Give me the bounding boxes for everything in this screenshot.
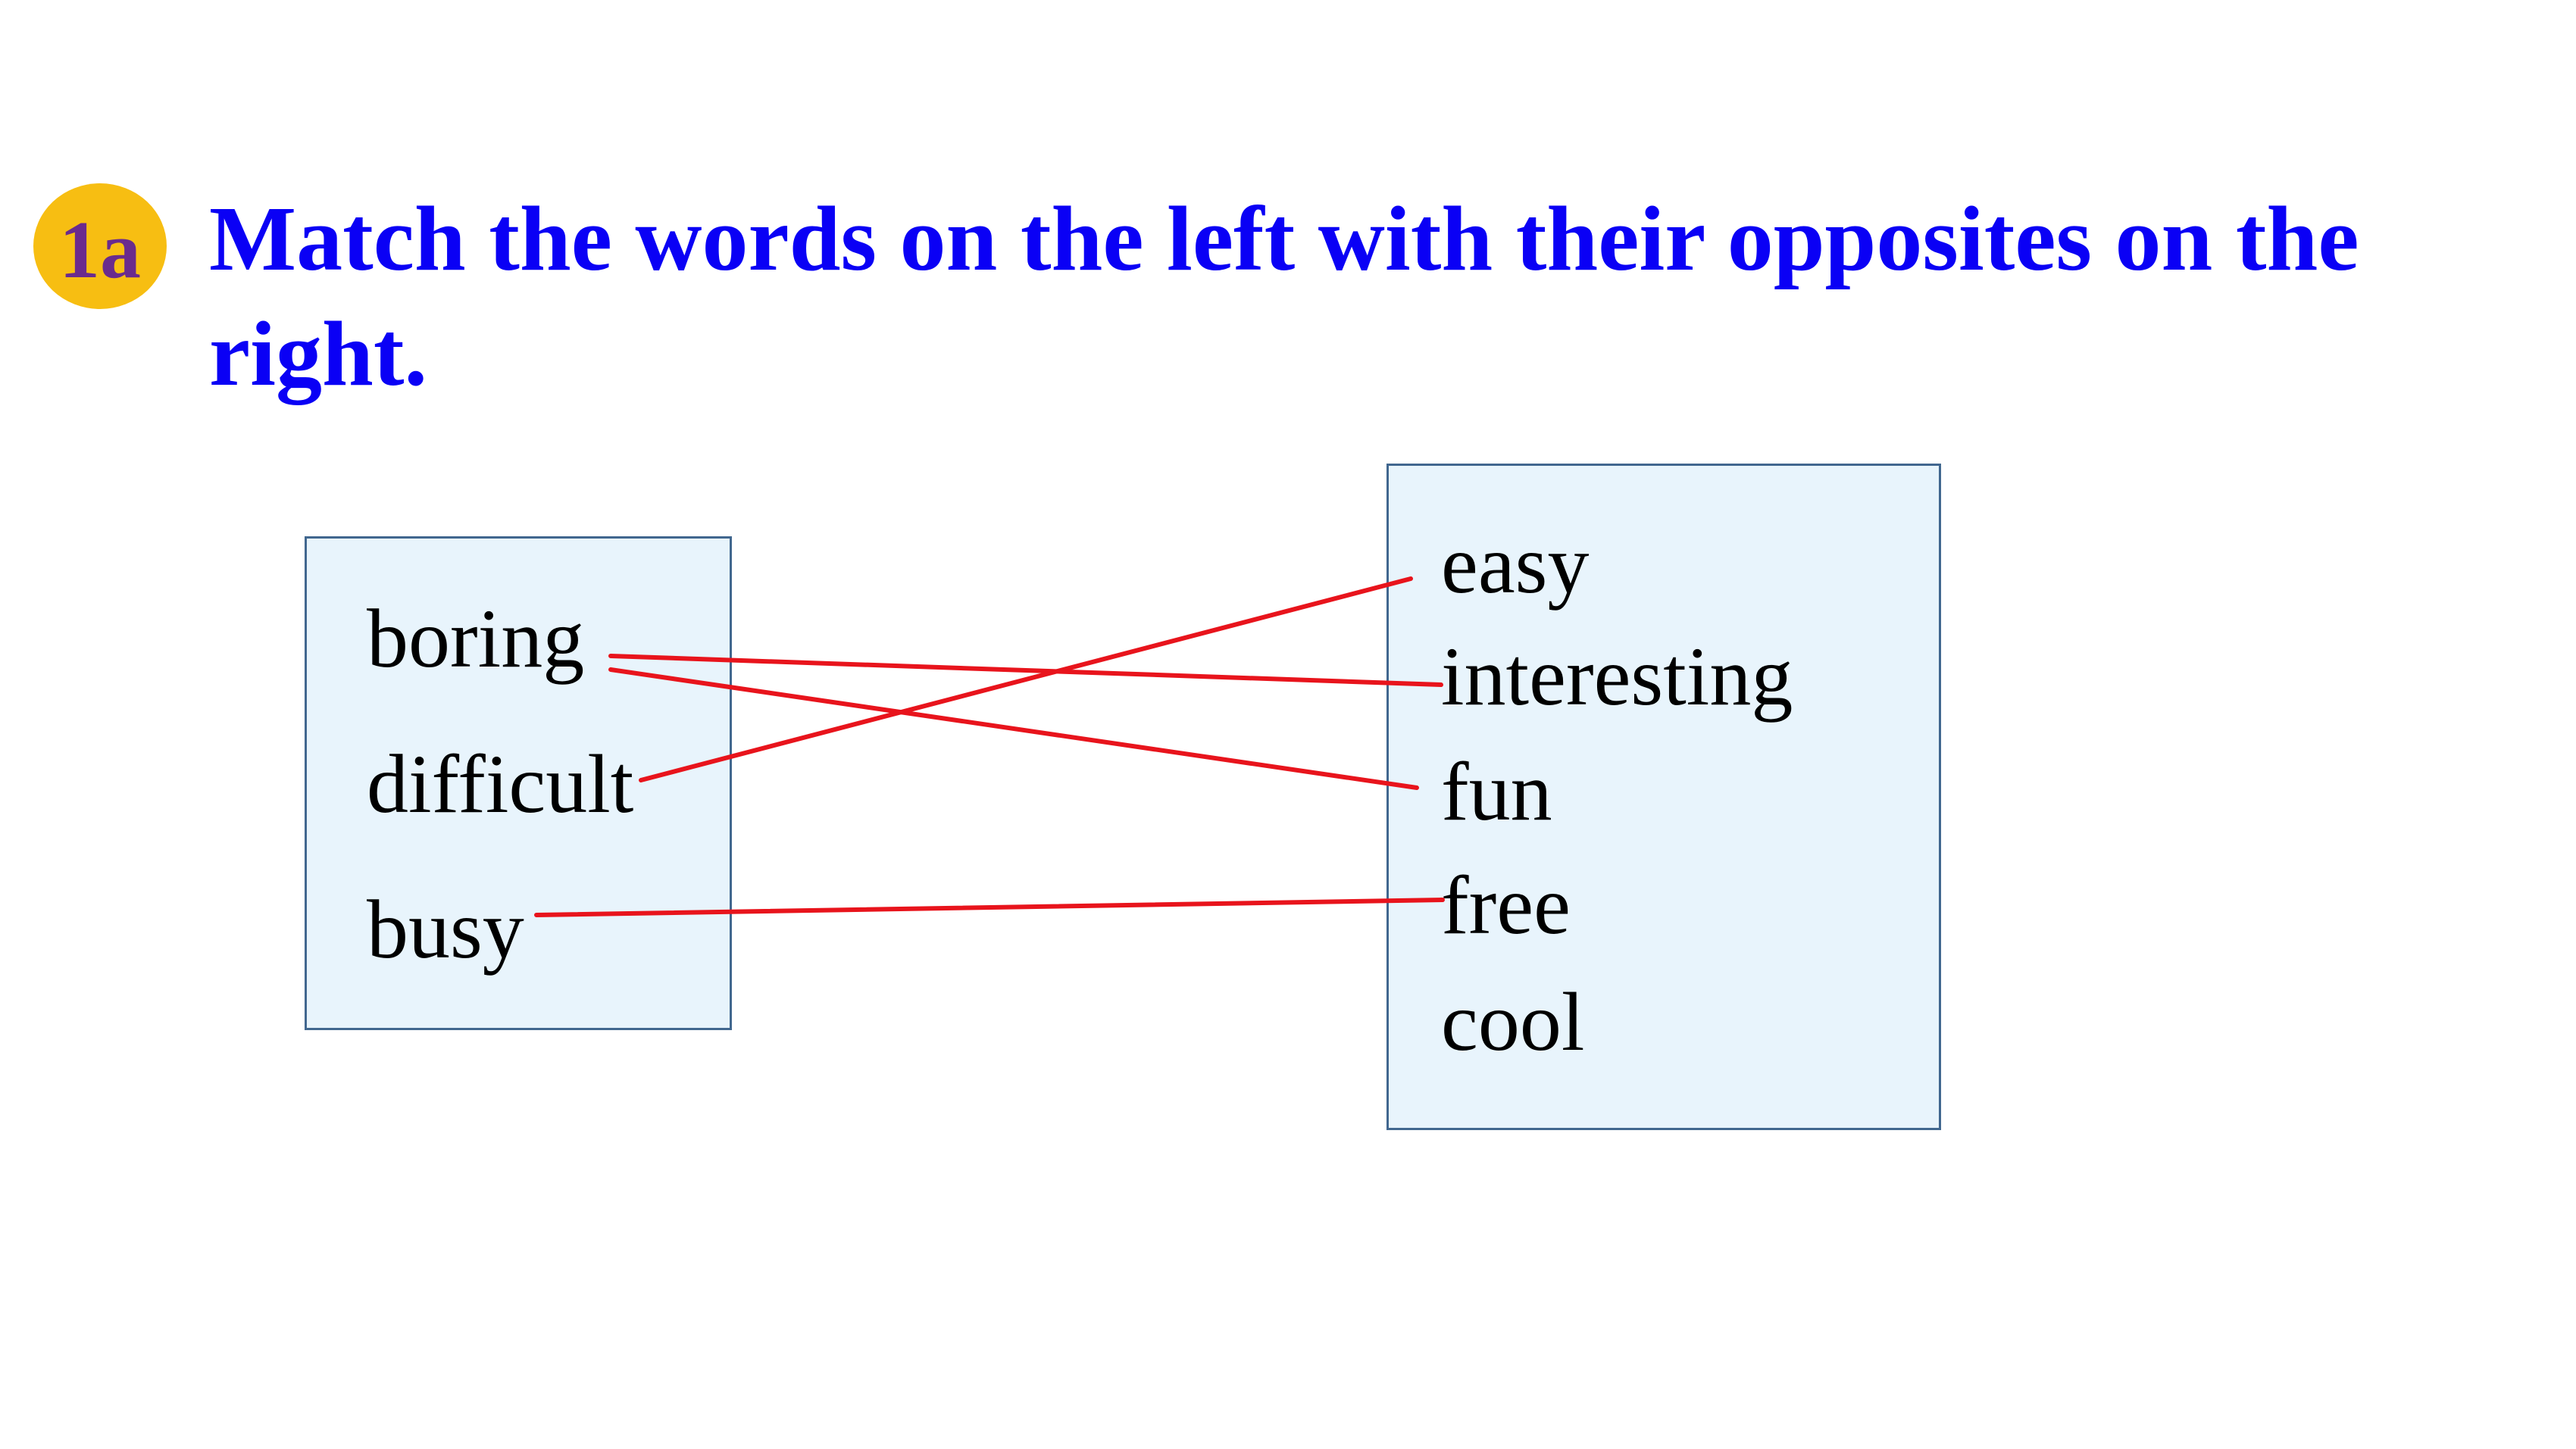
exercise-number-label: 1a [59, 205, 141, 295]
right-word-cool[interactable]: cool [1441, 976, 1585, 1068]
exercise-number-badge: 1a [33, 183, 167, 309]
left-word-boring[interactable]: boring [367, 592, 585, 685]
right-word-easy[interactable]: easy [1441, 518, 1590, 611]
right-word-interesting[interactable]: interesting [1441, 630, 1793, 723]
right-words-box [1386, 464, 1941, 1130]
left-word-busy[interactable]: busy [367, 883, 524, 976]
match-line-boring-interesting [608, 654, 1443, 687]
right-word-fun[interactable]: fun [1441, 745, 1552, 838]
right-word-free[interactable]: free [1441, 859, 1571, 951]
left-word-difficult[interactable]: difficult [367, 738, 634, 830]
match-line-difficult-easy [639, 576, 1413, 782]
instruction-text: Match the words on the left with their o… [209, 188, 2359, 405]
